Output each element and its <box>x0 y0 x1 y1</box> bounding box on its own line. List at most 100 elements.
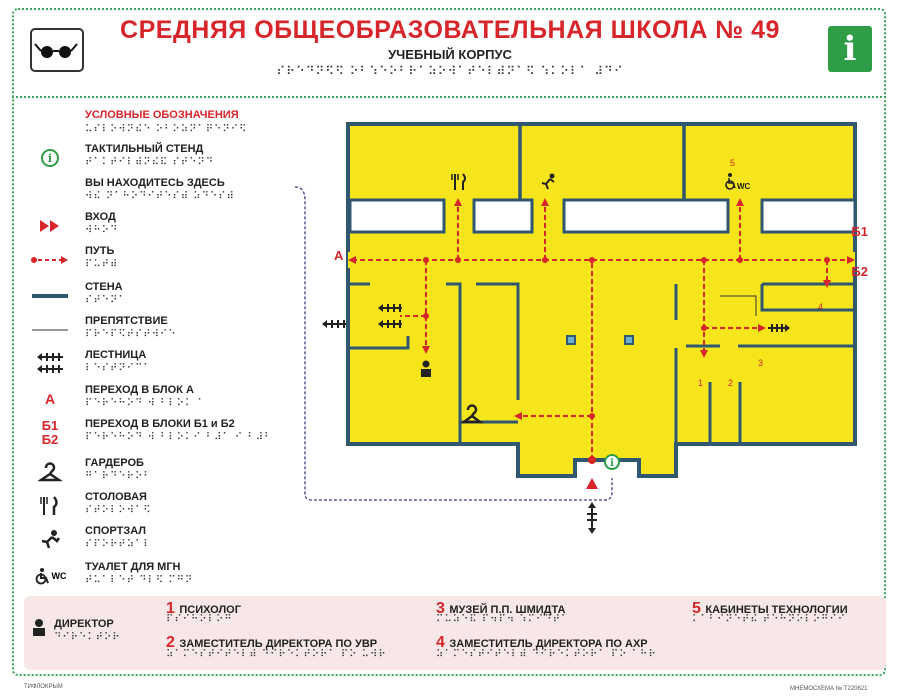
wc-label: WC <box>737 182 751 191</box>
tactile-stand-plan-icon: i <box>604 454 620 470</box>
director-plan-icon <box>421 360 431 377</box>
page-frame <box>12 8 886 676</box>
svg-text:i: i <box>610 458 614 469</box>
legend-label: СТЕНА <box>85 281 123 293</box>
legend-braille: ⠏⠗⠑⠏⠫⠞⠎⠞⠺⠊⠑ <box>85 329 177 340</box>
exit-stairs-icon <box>587 502 597 534</box>
page-subtitle: УЧЕБНЫЙ КОРПУС <box>388 47 512 62</box>
obstacle-box <box>472 198 534 234</box>
legend-item-stairs: ЛЕСТНИЦА ⠇⠑⠎⠞⠝⠊⠉⠁ <box>20 349 310 381</box>
legend-item-obstacle: ПРЕПЯТСТВИЕ ⠏⠗⠑⠏⠫⠞⠎⠞⠺⠊⠑ <box>20 315 310 347</box>
wall-icon <box>20 281 80 311</box>
legend-item-wardrobe: ГАРДЕРОБ ⠛⠁⠗⠙⠑⠗⠕⠃ <box>20 457 310 489</box>
room-1-number: 1 <box>698 378 703 388</box>
legend-braille: ⠇⠑⠎⠞⠝⠊⠉⠁ <box>85 363 152 374</box>
room-3-number: 3 <box>758 358 763 368</box>
stairs-plan-icon <box>322 304 790 332</box>
label-block-a: А <box>334 248 344 263</box>
accessible-toilet-icon: WC <box>20 561 80 591</box>
legend-item-toilet: WC ТУАЛЕТ ДЛЯ МГН ⠞⠥⠁⠇⠑⠞ ⠙⠇⠫ ⠍⠛⠝ <box>20 561 310 593</box>
legend-item-path: ПУТЬ ⠏⠥⠞⠾ <box>20 245 310 277</box>
legend-label: ПЕРЕХОД В БЛОК А <box>85 384 194 396</box>
info-icon: i <box>828 26 872 72</box>
room-braille-5: ⠅⠁⠃⠊⠝⠑⠞⠮ ⠞⠑⠓⠝⠕⠇⠕⠛⠊⠊ <box>692 614 847 625</box>
obstacle-box <box>348 198 446 234</box>
legend-braille: ⠏⠥⠞⠾ <box>85 259 119 270</box>
director-label: ДИРЕКТОР <box>54 618 114 630</box>
legend-item-you-are-here: ВЫ НАХОДИТЕСЬ ЗДЕСЬ ⠺⠮ ⠝⠁⠓⠕⠙⠊⠞⠑⠎⠾ ⠵⠙⠑⠎⠾ <box>20 177 310 209</box>
legend-label: ГАРДЕРОБ <box>85 457 144 469</box>
toilet-plan-icon <box>725 173 736 190</box>
legend-braille: ⠛⠁⠗⠙⠑⠗⠕⠃ <box>85 471 152 482</box>
legend-item-wall: СТЕНА ⠎⠞⠑⠝⠁ <box>20 281 310 313</box>
room-2-number: 2 <box>728 378 733 388</box>
gym-icon <box>20 525 80 555</box>
path-icon <box>20 245 80 275</box>
legend-label: ТУАЛЕТ ДЛЯ МГН <box>85 561 181 573</box>
floor-area <box>346 122 857 478</box>
header-divider <box>12 96 886 98</box>
legend-braille: ⠏⠑⠗⠑⠓⠕⠙ ⠺ ⠃⠇⠕⠅ ⠁ <box>85 398 206 409</box>
director-braille: ⠙⠊⠗⠑⠅⠞⠕⠗ <box>54 632 121 643</box>
wardrobe-icon <box>20 457 80 487</box>
legend-braille: ⠎⠞⠕⠇⠕⠺⠁⠫ <box>85 505 152 516</box>
legend-label: СТОЛОВАЯ <box>85 491 147 503</box>
legend-item-tactile-stand: i ТАКТИЛЬНЫЙ СТЕНД ⠞⠁⠅⠞⠊⠇⠾⠝⠮⠯ ⠎⠞⠑⠝⠙ <box>20 143 310 175</box>
legend-label: ПЕРЕХОД В БЛОКИ Б1 и Б2 <box>85 418 235 430</box>
canteen-plan-icon <box>451 173 466 190</box>
label-block-b2: Б2 <box>851 264 868 279</box>
legend-item-blocks-b: Б1 Б2 ПЕРЕХОД В БЛОКИ Б1 и Б2 ⠏⠑⠗⠑⠓⠕⠙ ⠺ … <box>20 418 310 450</box>
room-item-2: 2 ЗАМЕСТИТЕЛЬ ДИРЕКТОРА ПО УВР <box>166 634 378 651</box>
wardrobe-plan-icon <box>460 404 484 424</box>
legend-item-entrance: ВХОД ⠺⠓⠕⠙ <box>20 211 310 243</box>
legend-heading: УСЛОВНЫЕ ОБОЗНАЧЕНИЯ <box>85 109 239 121</box>
legend-label: ПРЕПЯТСТВИЕ <box>85 315 168 327</box>
tactile-stand-icon: i <box>20 143 80 173</box>
room-braille-2: ⠵⠁⠍⠑⠎⠞⠊⠞⠑⠇⠾ ⠙⠊⠗⠑⠅⠞⠕⠗⠁ ⠏⠕ ⠥⠺⠗ <box>166 649 387 660</box>
fork-knife-icon <box>20 491 80 521</box>
gym-plan-icon <box>541 173 555 190</box>
legend-heading-braille: ⠥⠎⠇⠕⠺⠝⠮⠑ ⠕⠃⠕⠵⠝⠁⠟⠑⠝⠊⠫ <box>85 124 248 135</box>
legend-label: ВХОД <box>85 211 116 223</box>
legend-item-canteen: СТОЛОВАЯ ⠎⠞⠕⠇⠕⠺⠁⠫ <box>20 491 310 523</box>
legend-label: ПУТЬ <box>85 245 115 257</box>
obstacle-box <box>562 198 730 234</box>
footer-code: МНЕМОСХЕМА № T220621 <box>790 686 868 692</box>
director-icon <box>33 619 45 636</box>
legend-label: ЛЕСТНИЦА <box>85 349 147 361</box>
legend-item-gym: СПОРТЗАЛ ⠎⠏⠕⠗⠞⠵⠁⠇ <box>20 525 310 557</box>
legend-braille: ⠎⠞⠑⠝⠁ <box>85 295 127 306</box>
legend-label: СПОРТЗАЛ <box>85 525 147 537</box>
obstacle-box <box>760 198 857 234</box>
entrance-icon <box>20 211 80 241</box>
legend-braille: ⠞⠁⠅⠞⠊⠇⠾⠝⠮⠯ ⠎⠞⠑⠝⠙ <box>85 157 215 168</box>
svg-text:i: i <box>48 152 52 165</box>
rooms-panel: ДИРЕКТОР ⠙⠊⠗⠑⠅⠞⠕⠗ 1 ПСИХОЛОГ ⠏⠎⠊⠓⠕⠇⠕⠛ 2 … <box>24 596 886 670</box>
block-a-letter: А <box>44 391 56 407</box>
legend-label: ТАКТИЛЬНЫЙ СТЕНД <box>85 143 204 155</box>
stairs-icon <box>20 349 80 379</box>
room-braille-4: ⠵⠁⠍⠑⠎⠞⠊⠞⠑⠇⠾ ⠙⠊⠗⠑⠅⠞⠕⠗⠁ ⠏⠕ ⠁⠓⠗ <box>436 649 657 660</box>
room-braille-3: ⠍⠥⠵⠑⠯ ⠏⠲⠏⠲ ⠱⠍⠊⠙⠞⠁ <box>436 614 570 625</box>
legend-braille: ⠎⠏⠕⠗⠞⠵⠁⠇ <box>85 539 152 550</box>
room-item-3: 3 МУЗЕЙ П.П. ШМИДТА <box>436 600 566 617</box>
legend-braille: ⠞⠥⠁⠇⠑⠞ ⠙⠇⠫ ⠍⠛⠝ <box>85 575 194 586</box>
room-braille-1: ⠏⠎⠊⠓⠕⠇⠕⠛ <box>166 614 233 625</box>
room-4-number: 4 <box>818 302 823 312</box>
floor-plan: i А Б1 Б2 1 2 3 4 5 WC <box>322 122 868 534</box>
block-b-letters: Б1 Б2 <box>41 418 59 447</box>
legend-braille: ⠺⠮ ⠝⠁⠓⠕⠙⠊⠞⠑⠎⠾ ⠵⠙⠑⠎⠾ <box>85 191 235 202</box>
legend-braille: ⠺⠓⠕⠙ <box>85 225 119 236</box>
room-item-5: 5 КАБИНЕТЫ ТЕХНОЛОГИИ <box>692 600 848 617</box>
legend-item-block-a: А ПЕРЕХОД В БЛОК А ⠏⠑⠗⠑⠓⠕⠙ ⠺ ⠃⠇⠕⠅ ⠁ <box>20 384 310 416</box>
visually-impaired-icon <box>30 28 84 72</box>
legend-label: ВЫ НАХОДИТЕСЬ ЗДЕСЬ <box>85 177 225 189</box>
legend-braille: ⠏⠑⠗⠑⠓⠕⠙ ⠺ ⠃⠇⠕⠅⠊ ⠃⠼⠁ ⠊ ⠃⠼⠃ <box>85 432 273 443</box>
label-block-b1: Б1 <box>851 224 868 239</box>
subtitle-braille: ⠎⠗⠑⠙⠝⠫⠫ ⠕⠃⠱⠑⠕⠃⠗⠁⠵⠕⠺⠁⠞⠑⠇⠾⠝⠁⠫ ⠱⠅⠕⠇⠁ ⠼⠙⠊ <box>276 64 624 78</box>
room-item-4: 4 ЗАМЕСТИТЕЛЬ ДИРЕКТОРА ПО АХР <box>436 634 648 651</box>
obstacle-icon <box>20 315 80 345</box>
room-5-number: 5 <box>730 158 735 168</box>
room-item-1: 1 ПСИХОЛОГ <box>166 600 241 617</box>
